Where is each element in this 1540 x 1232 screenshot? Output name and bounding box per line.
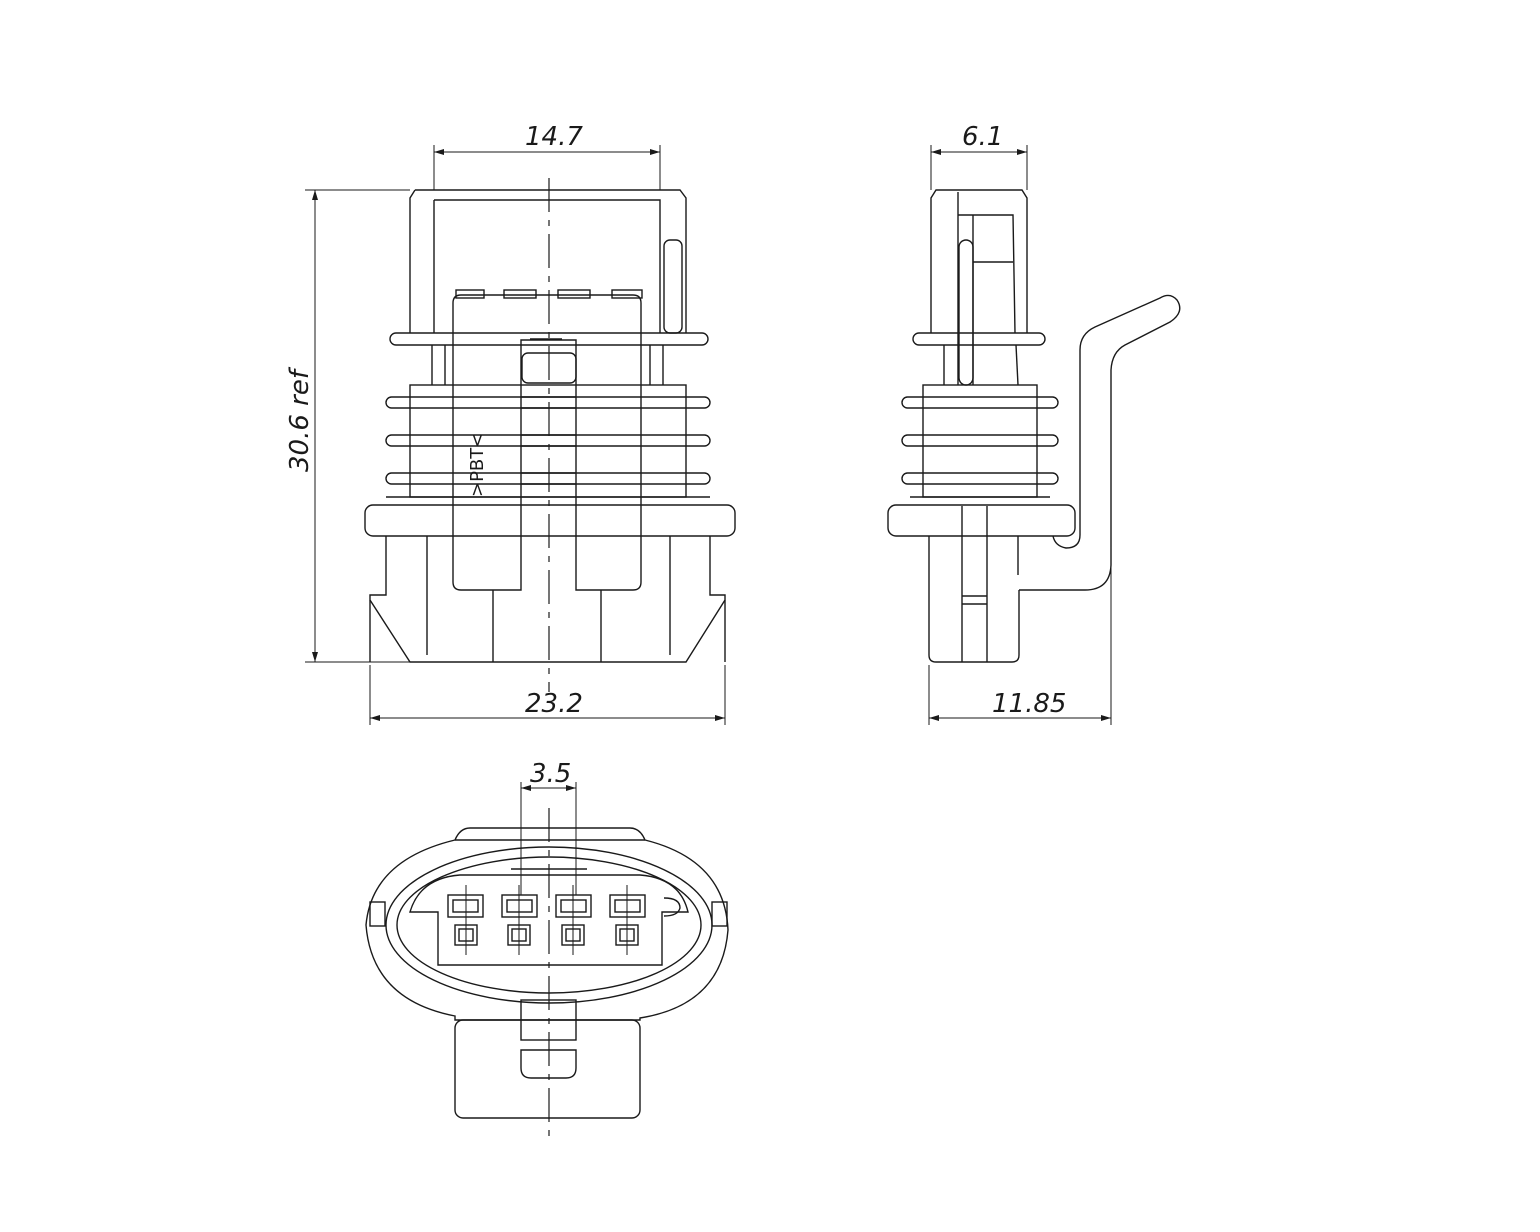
dim-side-depth: 11.85 bbox=[992, 689, 1066, 719]
front-dimensions: 14.7 23.2 30.6 ref bbox=[285, 122, 726, 725]
side-upper-flange bbox=[912, 332, 1046, 346]
pin-terminals bbox=[447, 885, 646, 955]
lever-arm bbox=[1019, 294, 1181, 591]
seal-rib bbox=[385, 396, 711, 409]
lower-body bbox=[369, 536, 726, 663]
side-seal-rib bbox=[901, 396, 1059, 409]
locking-clip bbox=[452, 294, 642, 591]
side-seal-rib bbox=[901, 472, 1059, 485]
seal-core bbox=[409, 384, 687, 498]
bottom-dimensions: 3.5 bbox=[520, 759, 577, 895]
housing-outline bbox=[365, 827, 729, 1021]
material-mark: >PBT< bbox=[467, 433, 488, 497]
side-tab-right bbox=[711, 901, 728, 927]
bottom-view bbox=[365, 808, 729, 1140]
side-dimensions: 6.1 11.85 bbox=[928, 122, 1112, 725]
latch-body bbox=[454, 1019, 641, 1119]
side-seal-rib bbox=[901, 434, 1059, 447]
outer-frame bbox=[409, 189, 687, 333]
polarization-key bbox=[663, 897, 681, 917]
side-lower-body bbox=[928, 536, 1020, 663]
upper-flange bbox=[389, 332, 709, 346]
seal-rib bbox=[385, 472, 711, 485]
front-view: >PBT< bbox=[364, 178, 736, 692]
dim-height-ref: 30.6 ref bbox=[285, 366, 315, 472]
dim-pin-pitch: 3.5 bbox=[530, 759, 571, 789]
latch-tongue bbox=[520, 999, 577, 1041]
side-view bbox=[887, 189, 1181, 663]
pin-heads bbox=[455, 289, 643, 299]
side-main-flange bbox=[887, 504, 1076, 537]
dim-width-top: 14.7 bbox=[525, 122, 583, 152]
side-top-body bbox=[930, 189, 1028, 333]
side-tab-left bbox=[369, 901, 386, 927]
latch-rib bbox=[663, 239, 683, 334]
seal-rib bbox=[385, 434, 711, 447]
dim-side-width-top: 6.1 bbox=[962, 122, 1003, 152]
latch-window bbox=[520, 1049, 577, 1079]
main-flange bbox=[364, 504, 736, 537]
pin-cavity bbox=[409, 874, 689, 966]
seal-ring-inner bbox=[396, 856, 702, 994]
dim-width-overall: 23.2 bbox=[525, 689, 583, 719]
top-body bbox=[433, 199, 661, 333]
clip-window bbox=[521, 352, 577, 384]
